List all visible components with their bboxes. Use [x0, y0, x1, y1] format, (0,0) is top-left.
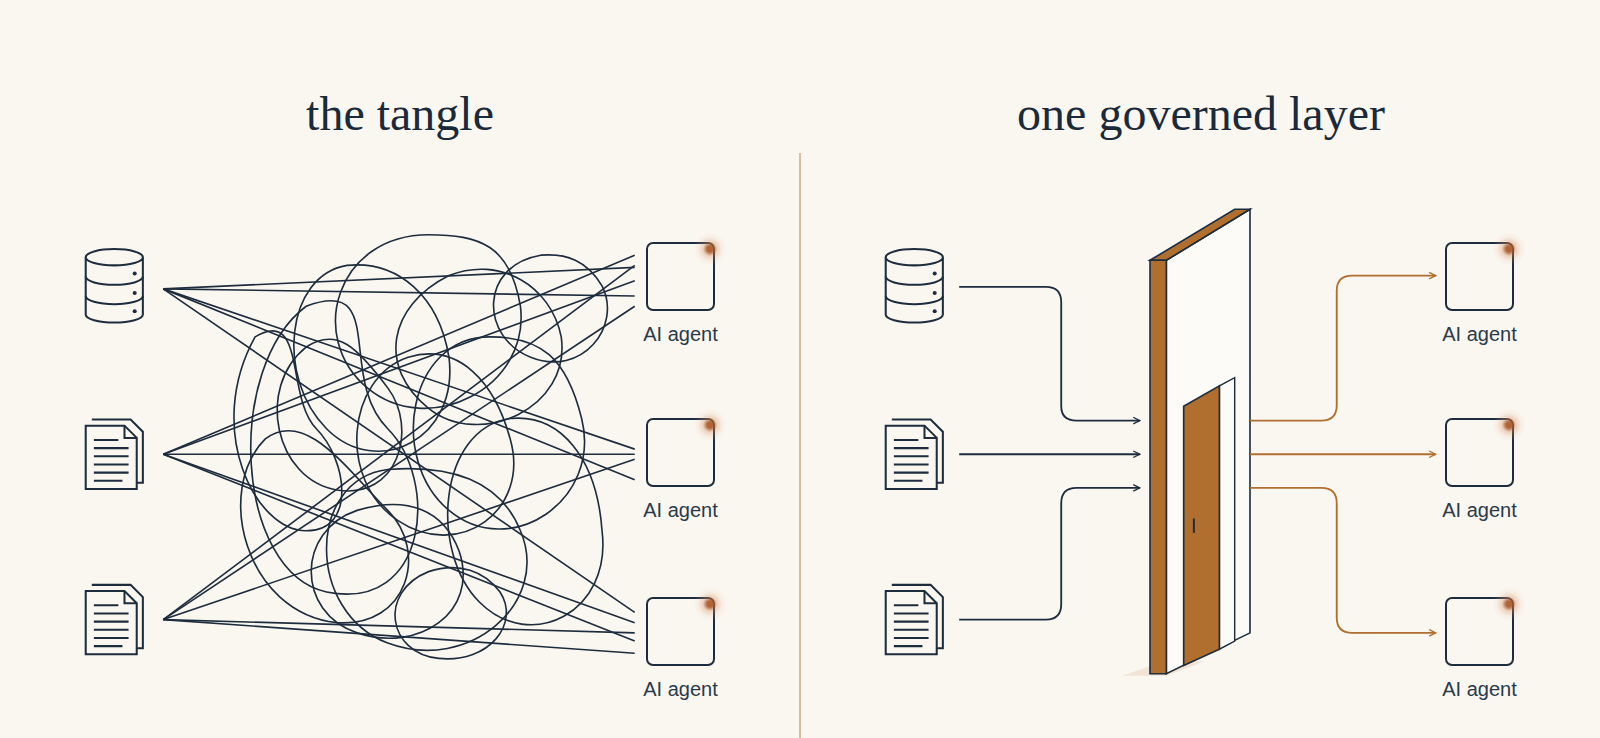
outbound-arrow: [1250, 276, 1436, 421]
wall-top: [1150, 209, 1250, 260]
tangle-loop: [395, 568, 506, 659]
agent-label: AI agent: [643, 498, 718, 522]
inbound-arrow: [959, 453, 1140, 455]
tangle-loop: [294, 265, 450, 451]
status-glow: [693, 408, 727, 442]
document-icon: [886, 420, 943, 489]
tangle-line: [163, 265, 634, 619]
database-icon: [886, 249, 943, 322]
outbound-arrows: [1250, 276, 1436, 633]
tangle-line: [163, 620, 634, 654]
wall-front: [1150, 260, 1166, 673]
outbound-arrow: [1250, 453, 1436, 455]
agent-label: AI agent: [643, 322, 718, 346]
status-glow: [1492, 232, 1526, 266]
agent-box: AI agent: [1445, 418, 1514, 487]
tangle-line: [163, 289, 634, 613]
panel-title: one governed layer: [1017, 86, 1385, 142]
document-stack-icon: [86, 585, 143, 654]
agent-label: AI agent: [1442, 322, 1517, 346]
agent-box: AI agent: [1445, 597, 1514, 666]
status-glow: [693, 587, 727, 621]
door: [1184, 386, 1220, 666]
status-glow: [1492, 408, 1526, 442]
inbound-arrow: [959, 488, 1140, 620]
tangle-loop: [335, 235, 521, 409]
tangle-loop: [277, 339, 402, 491]
tangle-loop: [327, 469, 527, 651]
document-stack-icon: [886, 585, 943, 654]
inbound-arrow: [959, 287, 1140, 421]
agent-label: AI agent: [643, 677, 718, 701]
database-icon: [86, 249, 143, 322]
agent-box: AI agent: [646, 242, 715, 311]
wall-side: [1166, 209, 1250, 673]
tangle-loop: [413, 337, 584, 529]
tangle-loop: [311, 505, 463, 639]
agent-box: AI agent: [1445, 242, 1514, 311]
status-glow: [693, 232, 727, 266]
agent-box: AI agent: [646, 597, 715, 666]
inbound-arrows: [959, 287, 1140, 620]
tangle-lines: [163, 255, 634, 653]
tangle-loop: [357, 354, 514, 535]
door-handle: [1193, 519, 1195, 533]
tangle-loops: [234, 235, 607, 659]
panel-divider: [799, 153, 801, 738]
document-icon: [86, 420, 143, 489]
agent-box: AI agent: [646, 418, 715, 487]
tangle-loop: [448, 418, 603, 625]
tangle-line: [163, 454, 634, 641]
outbound-arrow: [1250, 488, 1436, 633]
agent-label: AI agent: [1442, 498, 1517, 522]
tangle-loop: [234, 331, 342, 531]
tangle-loop: [494, 255, 608, 362]
tangle-line: [163, 306, 634, 619]
tangle-line: [163, 289, 634, 296]
tangle-loop: [396, 269, 562, 424]
panel-title: the tangle: [306, 86, 494, 142]
agent-label: AI agent: [1442, 677, 1517, 701]
status-glow: [1492, 587, 1526, 621]
governed-layer-wall: [1122, 209, 1250, 675]
tangle-loop: [251, 301, 418, 595]
door-frame: [1219, 378, 1234, 650]
